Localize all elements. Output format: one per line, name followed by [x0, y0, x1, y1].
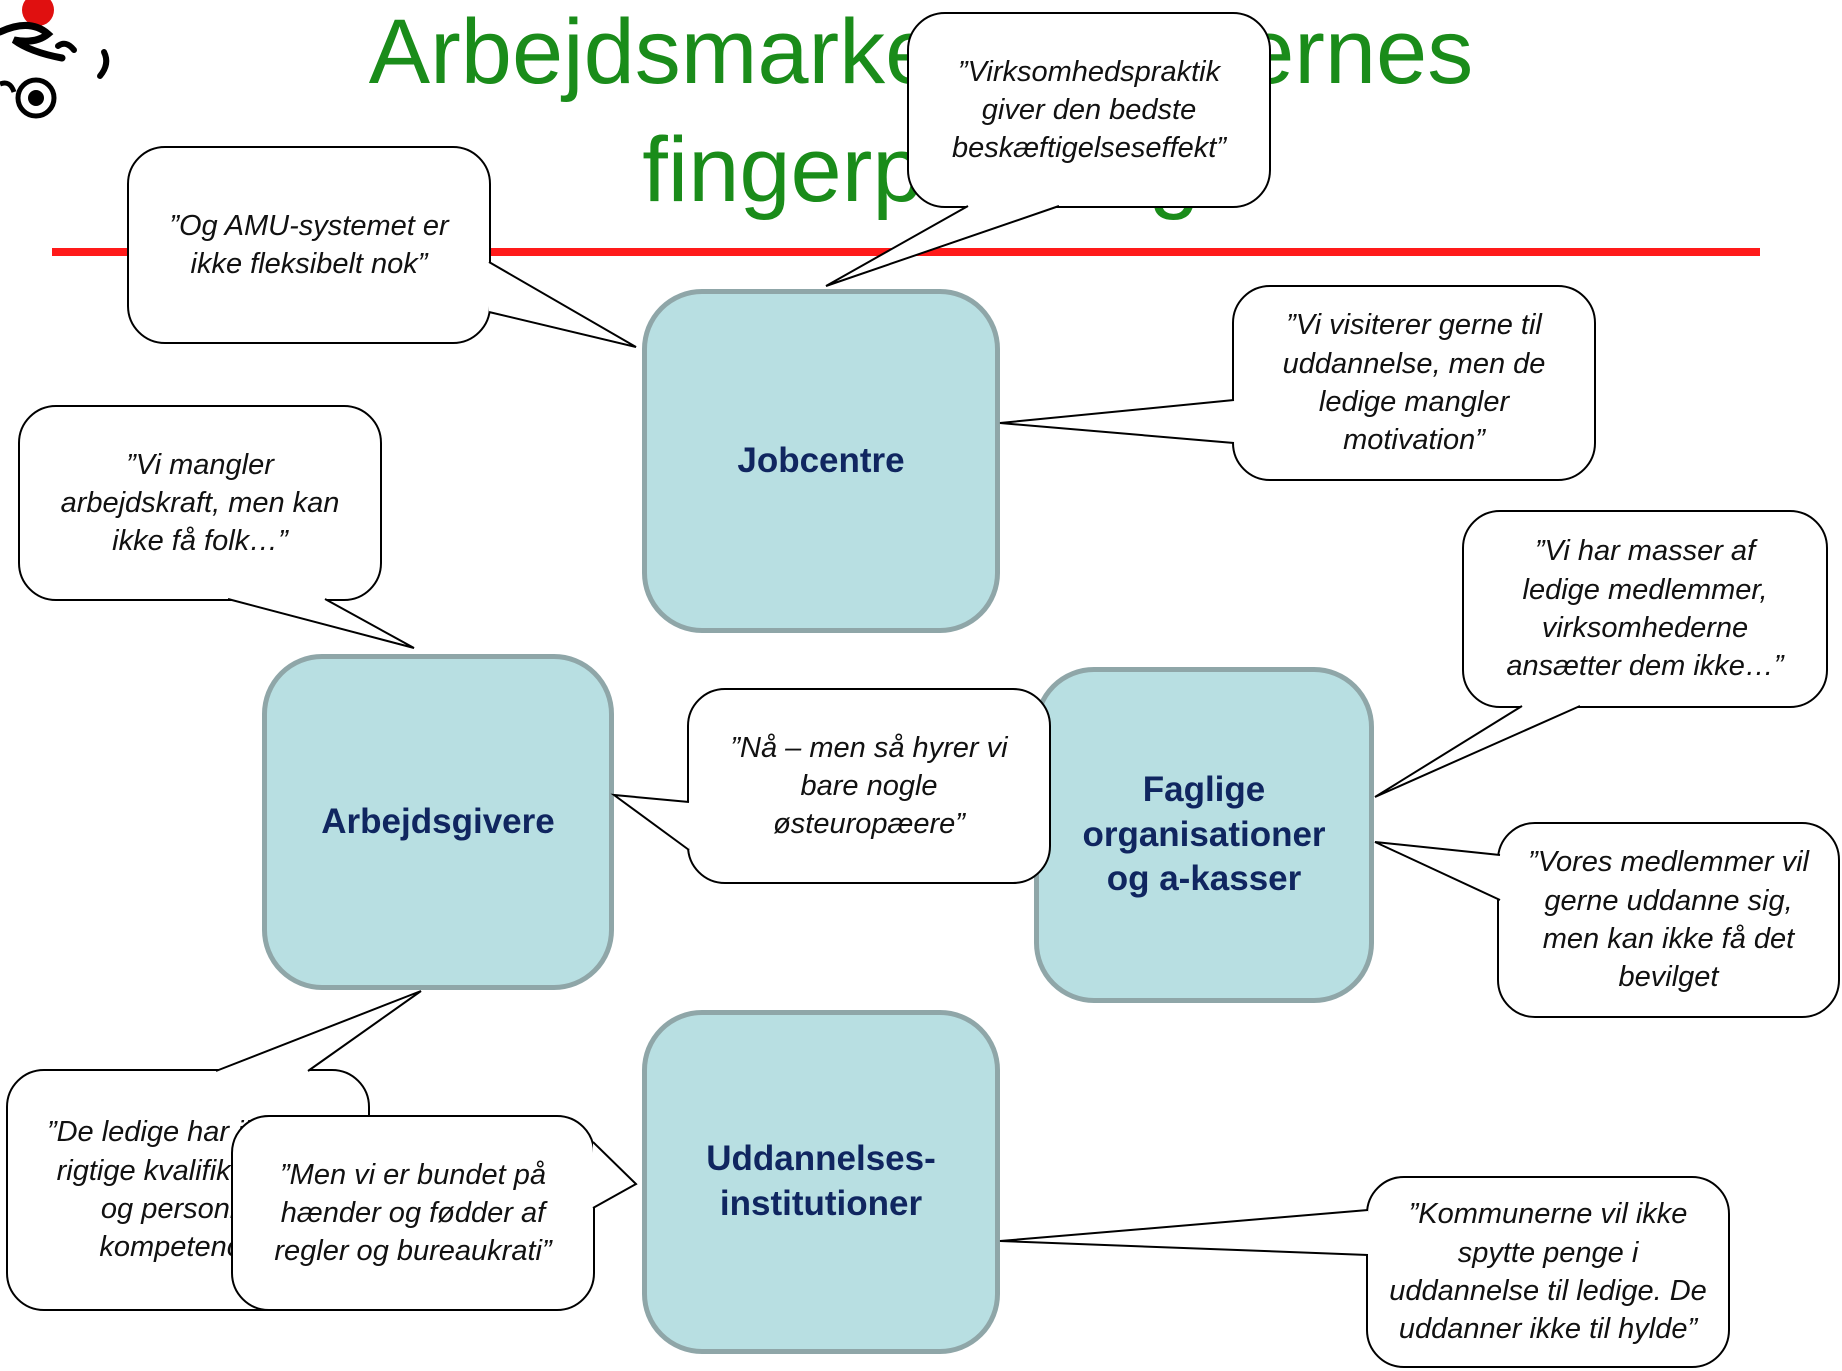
actor-arbejdsgivere-label: Arbejdsgivere [321, 801, 555, 841]
tail-visiterer [999, 399, 1235, 444]
quote-virksomhedspraktik-text: ”Virksomhedspraktik giver den bedste bes… [951, 55, 1226, 165]
quote-vores-medlemmer-text: ”Vores medlemmer vil gerne uddanne sig, … [1528, 846, 1809, 994]
logo-icon [0, 0, 110, 119]
actor-uddannelse: Uddannelses-institutioner [642, 1010, 1000, 1354]
actor-jobcentre-label: Jobcentre [737, 440, 905, 480]
tail-masser-ledige [1374, 705, 1581, 798]
actor-faglige: Faglige organisationer og a-kasser [1034, 667, 1374, 1003]
quote-amu: ”Og AMU-systemet er ikke fleksibelt nok” [127, 146, 491, 344]
quote-vores-medlemmer: ”Vores medlemmer vil gerne uddanne sig, … [1497, 822, 1840, 1018]
actor-arbejdsgivere: Arbejdsgivere [262, 654, 614, 990]
quote-bundet-text: ”Men vi er bundet på hænder og fødder af… [274, 1158, 552, 1268]
tail-amu [488, 261, 637, 348]
quote-mangler-arbejdskraft: ”Vi mangler arbejdskraft, men kan ikke f… [18, 405, 382, 601]
actor-uddannelse-label: Uddannelses-institutioner [706, 1139, 936, 1223]
tail-kommunerne [999, 1209, 1369, 1256]
actor-jobcentre: Jobcentre [642, 289, 1000, 633]
tail-osteuropaeere [610, 793, 690, 851]
quote-virksomhedspraktik: ”Virksomhedspraktik giver den bedste bes… [907, 12, 1271, 208]
quote-osteuropaeere-text: ”Nå – men så hyrer vi bare nogle østeuro… [730, 731, 1008, 841]
tail-bundet [592, 1141, 638, 1209]
quote-visiterer-text: ”Vi visiterer gerne til uddannelse, men … [1282, 309, 1546, 457]
tail-mangler-arbejdskraft [227, 598, 415, 649]
actor-faglige-label: Faglige organisationer og a-kasser [1082, 769, 1326, 899]
quote-visiterer: ”Vi visiterer gerne til uddannelse, men … [1232, 285, 1596, 481]
quote-amu-text: ”Og AMU-systemet er ikke fleksibelt nok” [169, 209, 449, 280]
quote-kommunerne: ”Kommunerne vil ikke spytte penge i udda… [1366, 1176, 1730, 1368]
tail-vores-medlemmer [1374, 841, 1501, 901]
tail-virksomhedspraktik [825, 205, 1060, 287]
quote-mangler-arbejdskraft-text: ”Vi mangler arbejdskraft, men kan ikke f… [60, 448, 340, 558]
quote-masser-ledige: ”Vi har masser af ledige medlemmer, virk… [1462, 510, 1828, 708]
quote-osteuropaeere: ”Nå – men så hyrer vi bare nogle østeuro… [687, 688, 1051, 884]
quote-bundet: ”Men vi er bundet på hænder og fødder af… [231, 1115, 595, 1311]
tail-kvalifikationer [215, 990, 422, 1072]
quote-kommunerne-text: ”Kommunerne vil ikke spytte penge i udda… [1389, 1198, 1707, 1346]
quote-masser-ledige-text: ”Vi har masser af ledige medlemmer, virk… [1506, 535, 1784, 683]
